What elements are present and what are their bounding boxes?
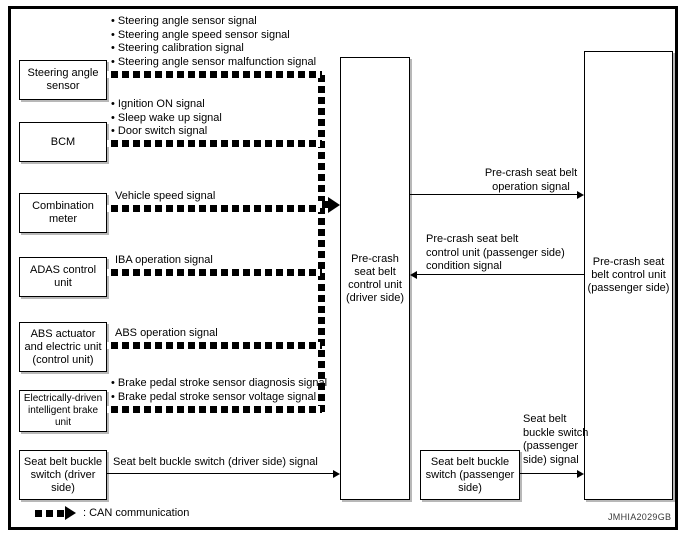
can-line-steering-angle-sensor bbox=[107, 71, 322, 78]
signal-label-seat-belt-buckle-switch-driver-side: Seat belt buckle switch (driver side) si… bbox=[113, 456, 318, 468]
unit-label-seat-belt-buckle-switch-driver-side: Seat belt buckle switch (driver side) bbox=[23, 455, 103, 494]
arrow-seat-belt-buckle-passenger-icon bbox=[577, 470, 584, 478]
can-line-to-driver-control-unit bbox=[318, 201, 328, 208]
can-line-bcm bbox=[107, 140, 322, 147]
unit-label-seat-belt-buckle-switch-passenger-side: Seat belt buckle switch (passenger side) bbox=[425, 455, 515, 494]
signal-label-combination-meter: Vehicle speed signal bbox=[115, 190, 216, 202]
can-line-adas-control-unit bbox=[107, 269, 322, 276]
signal-label-abs: ABS operation signal bbox=[115, 327, 218, 339]
can-communication-bar-icon bbox=[31, 509, 65, 517]
can-arrow-to-driver-control-unit-icon bbox=[328, 197, 340, 213]
unit-label-steering-angle-sensor: Steering angle sensor bbox=[27, 67, 99, 92]
signal-label-electrically-driven-intelligent-brake-unit: • Brake pedal stroke sensor diagnosis si… bbox=[111, 377, 328, 403]
arrow-pre-crash-operation-icon bbox=[577, 191, 584, 199]
unit-label-bcm: BCM bbox=[50, 135, 76, 148]
unit-box-seat-belt-buckle-switch-driver-side: Seat belt buckle switch (driver side) bbox=[19, 450, 107, 500]
unit-box-steering-angle-sensor: Steering angle sensor bbox=[19, 60, 107, 100]
connector-line-pre-crash-operation bbox=[410, 194, 577, 195]
figure-id-code: JMHIA2029GB bbox=[608, 512, 672, 522]
connector-line-seat-belt-buckle-passenger bbox=[520, 473, 577, 474]
signal-label-seat-belt-buckle-switch-passenger-side: Seat belt buckle switch (passenger side)… bbox=[523, 413, 589, 466]
unit-label-adas-control-unit: ADAS control unit bbox=[29, 264, 97, 289]
arrow-seat-belt-buckle-driver-icon bbox=[333, 470, 340, 478]
unit-box-seat-belt-buckle-switch-passenger-side: Seat belt buckle switch (passenger side) bbox=[420, 450, 520, 500]
legend-label: : CAN communication bbox=[83, 507, 190, 519]
signal-label-bcm: • Ignition ON signal • Sleep wake up sig… bbox=[111, 98, 222, 137]
signal-label-pre-crash-condition: Pre-crash seat belt control unit (passen… bbox=[426, 233, 565, 272]
unit-box-bcm: BCM bbox=[19, 122, 107, 162]
signal-label-pre-crash-operation: Pre-crash seat belt operation signal bbox=[484, 167, 578, 193]
unit-box-adas-control-unit: ADAS control unit bbox=[19, 257, 107, 297]
unit-box-abs-actuator: ABS actuator and electric unit (control … bbox=[19, 322, 107, 372]
can-bus-trunk-line bbox=[318, 71, 325, 413]
unit-label-abs-actuator: ABS actuator and electric unit (control … bbox=[24, 327, 102, 366]
connector-line-pre-crash-condition bbox=[417, 274, 584, 275]
can-communication-arrow-icon bbox=[65, 506, 76, 520]
unit-label-pre-crash-seat-belt-control-unit-driver-side: Pre-crash seat belt control unit (driver… bbox=[345, 252, 405, 304]
unit-label-pre-crash-seat-belt-control-unit-passenger-side: Pre-crash seat belt control unit (passen… bbox=[587, 256, 670, 294]
unit-box-electrically-driven-intelligent-brake-unit: Electrically-driven intelligent brake un… bbox=[19, 390, 107, 432]
arrow-pre-crash-condition-icon bbox=[410, 271, 417, 279]
figure-frame: Steering angle sensor BCM Combination me… bbox=[8, 6, 678, 530]
connector-line-seat-belt-buckle-driver bbox=[107, 473, 333, 474]
can-line-abs-actuator bbox=[107, 342, 322, 349]
legend: : CAN communication bbox=[31, 506, 189, 520]
unit-box-pre-crash-seat-belt-control-unit-driver-side: Pre-crash seat belt control unit (driver… bbox=[340, 57, 410, 500]
can-line-electrically-driven-intelligent-brake-unit bbox=[107, 406, 322, 413]
signal-label-steering-angle-sensor: • Steering angle sensor signal • Steerin… bbox=[111, 15, 317, 68]
unit-box-combination-meter: Combination meter bbox=[19, 193, 107, 233]
unit-box-pre-crash-seat-belt-control-unit-passenger-side: Pre-crash seat belt control unit (passen… bbox=[584, 51, 673, 500]
unit-label-electrically-driven-intelligent-brake-unit: Electrically-driven intelligent brake un… bbox=[23, 393, 103, 428]
unit-label-combination-meter: Combination meter bbox=[32, 200, 94, 225]
can-line-combination-meter bbox=[107, 205, 322, 212]
signal-label-adas: IBA operation signal bbox=[115, 254, 213, 266]
